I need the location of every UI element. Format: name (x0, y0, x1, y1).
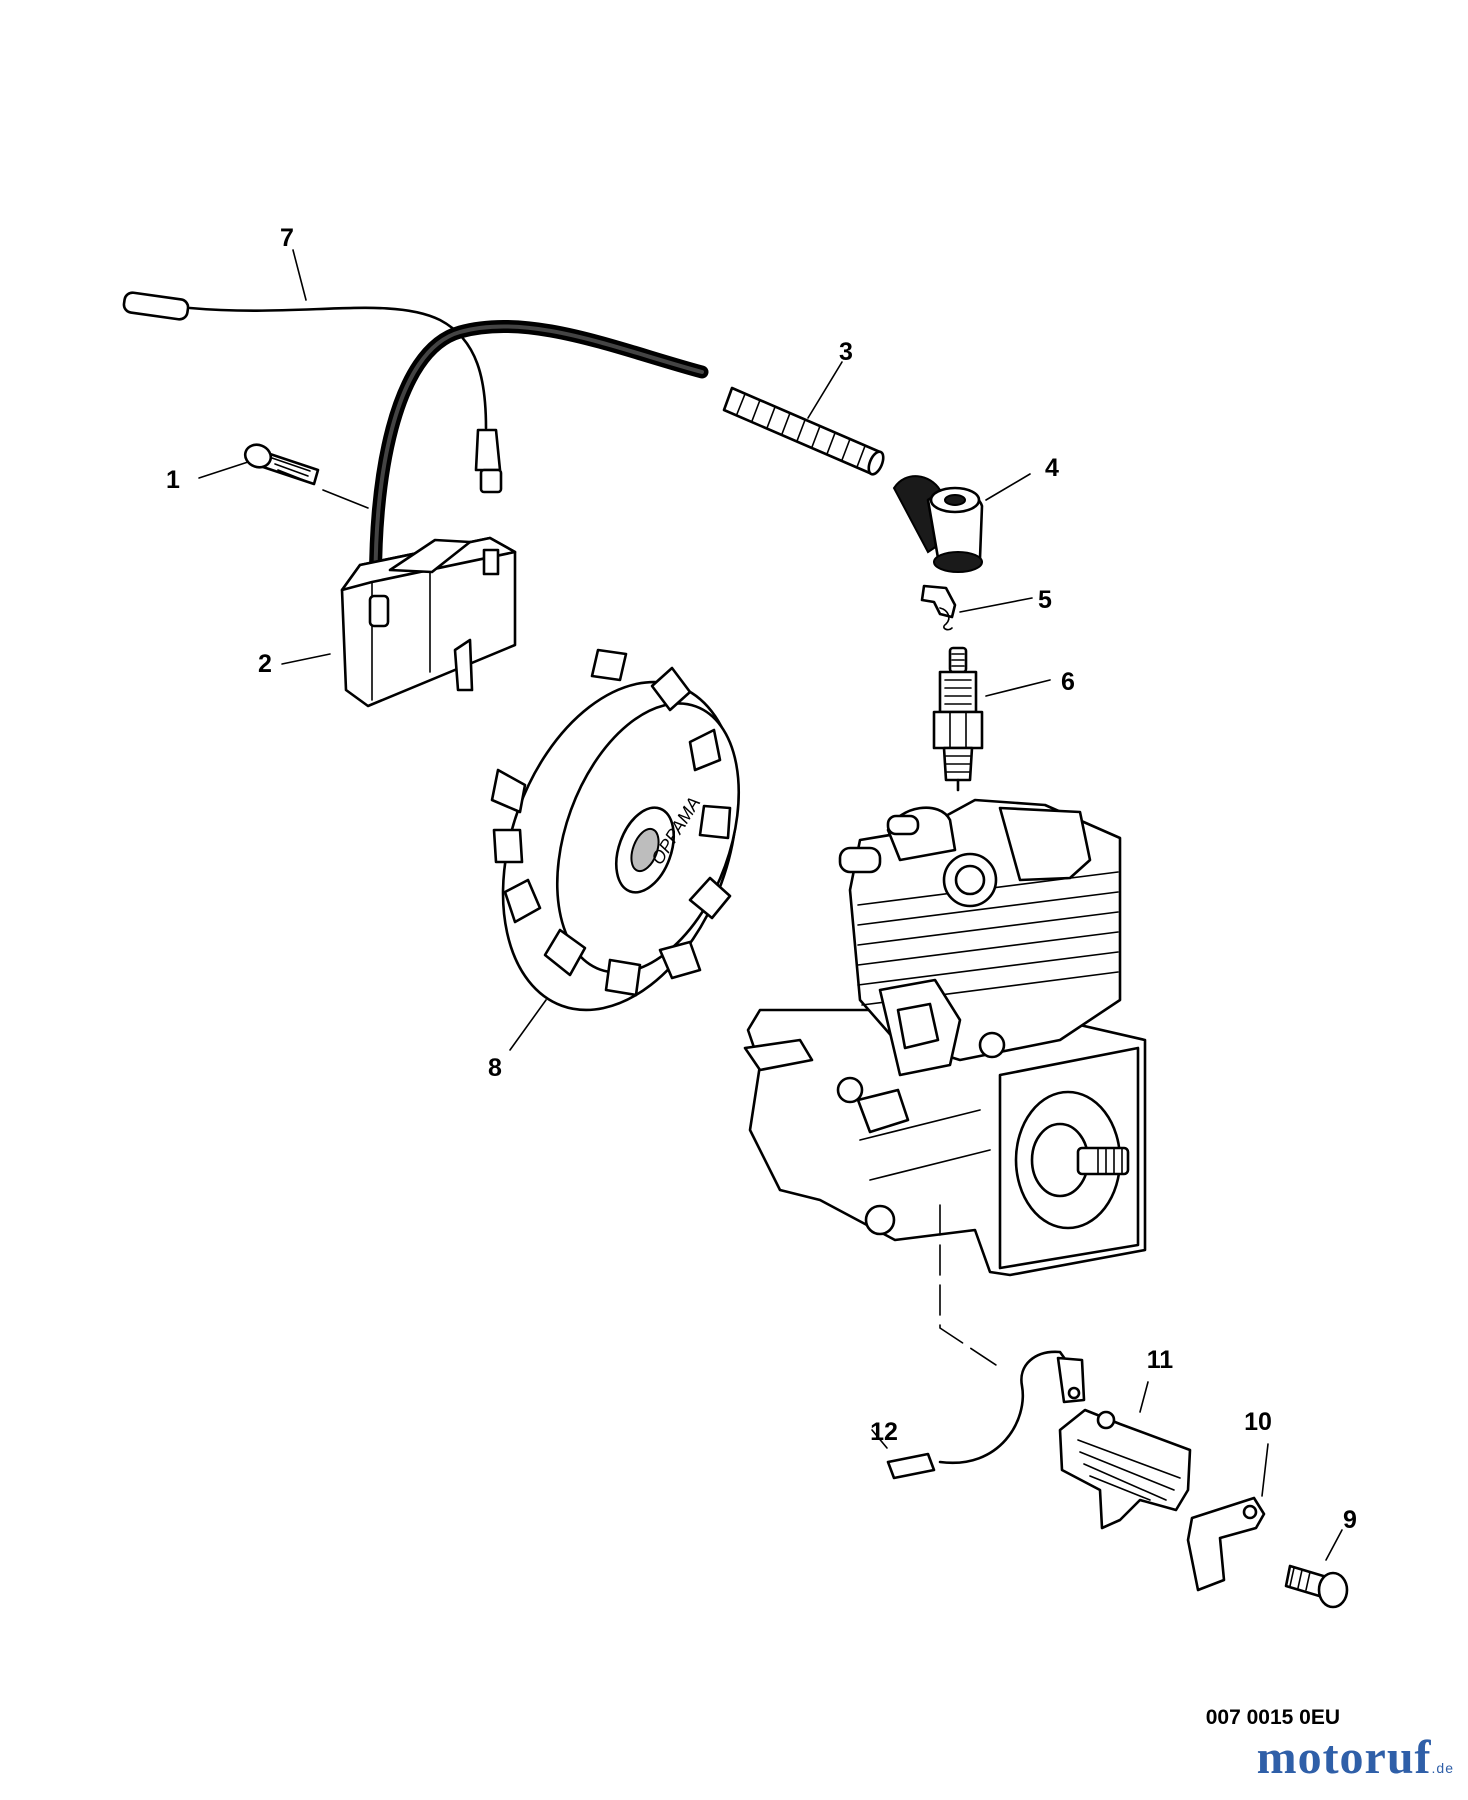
label-part-12: 12 (870, 1418, 898, 1446)
label-part-10: 10 (1244, 1408, 1272, 1436)
high-tension-lead (369, 319, 709, 611)
label-part-5: 5 (1038, 586, 1052, 614)
label-part-7: 7 (280, 224, 294, 252)
part-9-screw (1284, 1529, 1349, 1609)
part-10-bracket-plate (1186, 1443, 1269, 1592)
label-part-9: 9 (1343, 1506, 1357, 1534)
label-part-2: 2 (258, 650, 272, 678)
watermark-main: motoruf (1256, 1731, 1432, 1784)
diagram-reference-code: 007 0015 0EU (1205, 1706, 1340, 1729)
label-part-8: 8 (488, 1054, 502, 1082)
assembly-guide-line (939, 1204, 997, 1366)
watermark-logo: motoruf.de (1257, 1730, 1454, 1785)
part-8-flywheel: OPPAMA (490, 648, 741, 1012)
label-part-1: 1 (166, 466, 180, 494)
label-part-4: 4 (1045, 454, 1059, 482)
engine-cylinder-crankcase (743, 798, 1147, 1277)
part-3-spring-sleeve (722, 386, 885, 476)
part-number-labels: 1 2 3 4 5 6 7 8 9 10 11 12 (166, 224, 1357, 1534)
part-5-clip (920, 584, 957, 631)
part-4-spark-plug-boot (892, 475, 984, 573)
label-part-11: 11 (1147, 1346, 1174, 1374)
part-11-switch-bracket (1058, 1381, 1192, 1530)
watermark-tld: .de (1431, 1760, 1454, 1776)
part-6-spark-plug (932, 646, 984, 792)
part-7-ignition-wire (122, 291, 503, 494)
label-part-3: 3 (839, 338, 853, 366)
label-part-6: 6 (1061, 668, 1075, 696)
part-1-screw (243, 443, 369, 509)
part-2-ignition-coil (340, 536, 517, 708)
part-12-ground-wire (871, 1350, 1086, 1480)
leader-lines (198, 249, 1051, 1051)
